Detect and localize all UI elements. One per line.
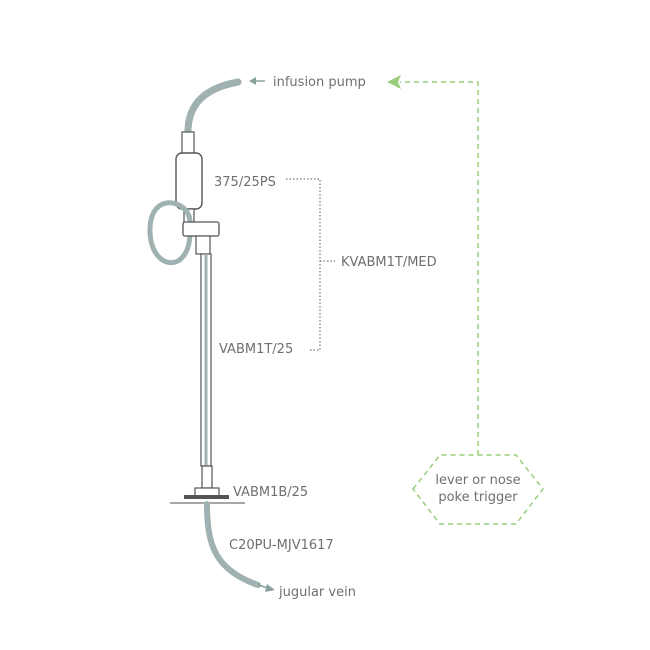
jugular-vein-arrow-icon	[257, 584, 275, 592]
catheter-tubing	[204, 501, 261, 588]
trigger-label-line2: poke trigger	[438, 490, 518, 505]
button-label: VABM1B/25	[233, 485, 308, 500]
kit-bracket	[286, 178, 335, 351]
pump-tubing	[184, 78, 242, 136]
catheter-label: C20PU-MJV1617	[229, 538, 334, 553]
swivel-top-connector	[181, 131, 195, 155]
button-base	[184, 495, 229, 499]
trigger-signal-line	[400, 81, 479, 455]
jugular-vein-label: jugular vein	[278, 585, 356, 600]
trigger-hexagon	[412, 454, 544, 525]
tether-label: VABM1T/25	[219, 342, 293, 357]
kit-label: KVABM1T/MED	[341, 255, 437, 270]
button-top	[201, 465, 213, 489]
tether-clamp	[182, 221, 220, 237]
trigger-label-line1: lever or nose	[435, 473, 520, 488]
tether-clamp-neck	[195, 235, 211, 255]
swivel-body	[175, 152, 203, 210]
loop-tubing	[147, 200, 193, 266]
swivel-label: 375/25PS	[214, 175, 276, 190]
trigger-arrow-icon	[387, 75, 401, 89]
infusion-pump-arrow-icon	[249, 77, 265, 85]
infusion-pump-label: infusion pump	[273, 75, 366, 90]
